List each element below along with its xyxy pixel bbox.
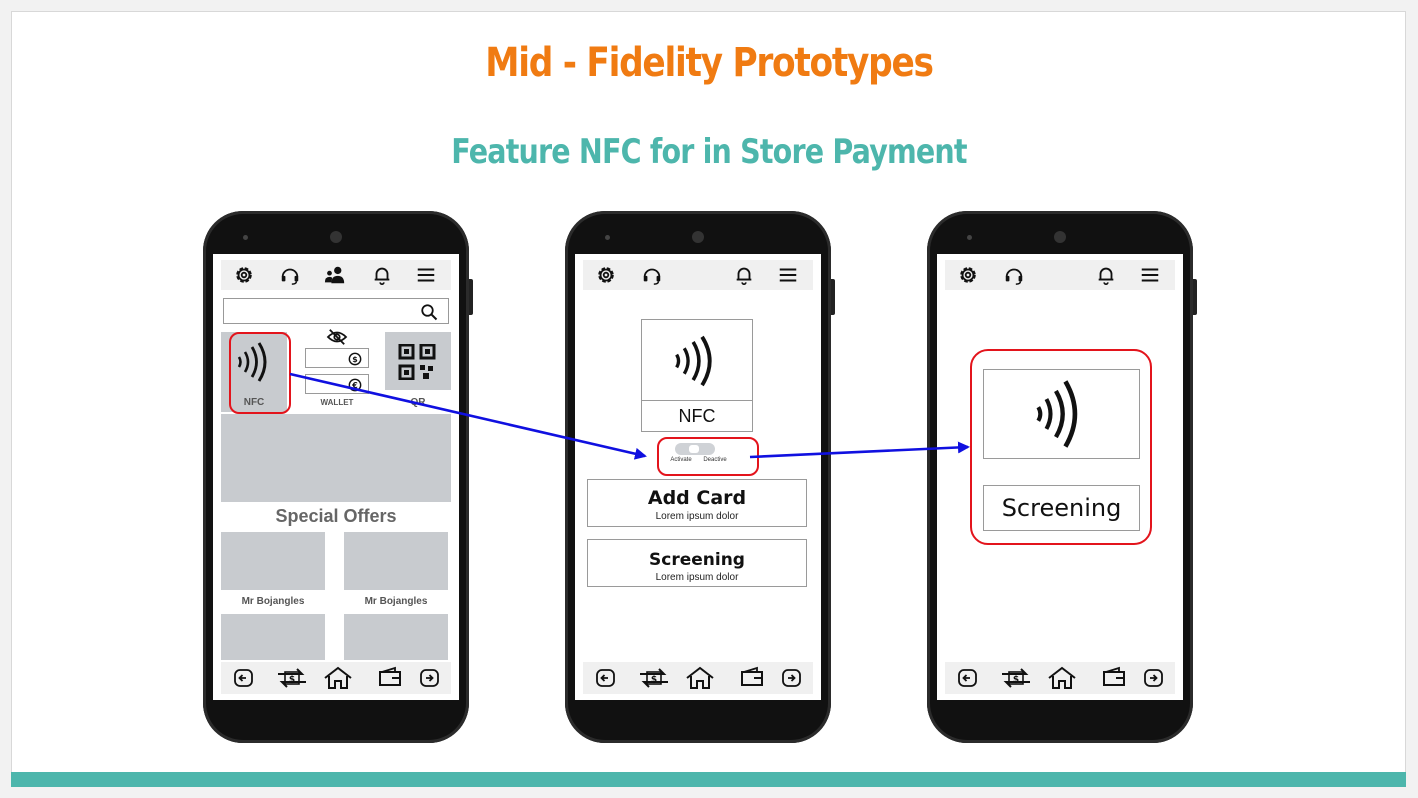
svg-text:$: $ [1013, 675, 1019, 685]
dollar-coin-icon: $ [348, 352, 362, 366]
nfc-highlight [229, 332, 291, 414]
transfer-dollar-icon[interactable]: $ [275, 666, 309, 690]
offer-card-image[interactable] [221, 532, 325, 590]
screening-subtitle: Lorem ipsum dolor [655, 572, 739, 583]
screening-title: Screening [649, 550, 745, 570]
offer-card-label: Mr Bojangles [364, 596, 428, 607]
top-bar [583, 260, 813, 290]
svg-text:$: $ [651, 675, 657, 685]
wallet-tile-label: WALLET [320, 398, 354, 407]
bell-icon[interactable] [1095, 264, 1117, 286]
back-icon[interactable] [955, 666, 981, 690]
search-input[interactable] [223, 298, 449, 324]
wallet-icon[interactable] [377, 666, 403, 690]
home-icon[interactable] [685, 666, 715, 690]
transfer-dollar-icon[interactable]: $ [637, 666, 671, 690]
wallet-icon[interactable] [1101, 666, 1127, 690]
nfc-icon [1036, 380, 1078, 448]
screening-highlight [970, 349, 1152, 545]
svg-text:$: $ [352, 355, 357, 364]
bell-icon[interactable] [733, 264, 755, 286]
headset-icon[interactable] [1003, 264, 1025, 286]
phone-nfc-settings: NFC Activate Deactive Add Card Lorem ips… [565, 211, 835, 743]
gear-icon[interactable] [233, 264, 255, 286]
headset-icon[interactable] [279, 264, 301, 286]
headset-icon[interactable] [641, 264, 663, 286]
toggle-deactive-label: Deactive [703, 457, 727, 463]
toggle-highlight [657, 437, 759, 476]
nfc-icon [237, 342, 267, 382]
slide-subtitle: Feature NFC for in Store Payment [451, 132, 967, 172]
screening-button[interactable]: Screening Lorem ipsum dolor [587, 539, 807, 587]
add-card-subtitle: Lorem ipsum dolor [655, 511, 739, 522]
nfc-symbol-box [983, 369, 1140, 459]
offer-card-image[interactable] [344, 532, 448, 590]
special-offers-heading: Special Offers [275, 506, 397, 526]
menu-icon[interactable] [415, 264, 437, 286]
qr-tile-label: QR [410, 397, 426, 408]
eye-off-icon[interactable] [326, 328, 348, 346]
screening-screen: Screening $ [937, 254, 1183, 700]
add-card-title: Add Card [647, 487, 747, 509]
euro-coin-icon: € [348, 378, 362, 392]
menu-icon[interactable] [1139, 264, 1161, 286]
home-icon[interactable] [1047, 666, 1077, 690]
bottom-nav: $ [583, 662, 813, 694]
offer-card-label: Mr Bojangles [241, 596, 305, 607]
slide-footer-bar [11, 772, 1406, 787]
toggle-activate-label: Activate [670, 457, 692, 463]
wallet-balance-field-2: € [305, 374, 369, 394]
back-icon[interactable] [593, 666, 619, 690]
offer-card-image[interactable] [221, 614, 325, 660]
slide-title: Mid - Fidelity Prototypes [485, 40, 934, 86]
nfc-symbol-box [641, 319, 753, 401]
transfer-dollar-icon[interactable]: $ [999, 666, 1033, 690]
nfc-icon [675, 335, 712, 387]
nfc-tile-label: NFC [243, 397, 265, 408]
phone-screening: Screening $ [927, 211, 1197, 743]
search-icon[interactable] [420, 303, 438, 321]
top-bar [221, 260, 451, 290]
svg-text:€: € [351, 381, 357, 390]
screening-label-box: Screening [983, 485, 1140, 531]
offer-card-image[interactable] [344, 614, 448, 660]
add-card-button[interactable]: Add Card Lorem ipsum dolor [587, 479, 807, 527]
wallet-balance-field: $ [305, 348, 369, 368]
menu-icon[interactable] [777, 264, 799, 286]
svg-text:$: $ [289, 675, 295, 685]
gear-icon[interactable] [957, 264, 979, 286]
phone-home: NFC $ € WALLET QR Special Offers Mr Boja… [203, 211, 473, 743]
home-screen: NFC $ € WALLET QR Special Offers Mr Boja… [213, 254, 459, 700]
bottom-nav: $ [221, 662, 451, 694]
forward-icon[interactable] [417, 666, 443, 690]
nfc-label-box: NFC [641, 400, 753, 432]
promo-banner[interactable] [221, 414, 451, 502]
people-icon[interactable] [324, 264, 346, 286]
gear-icon[interactable] [595, 264, 617, 286]
nfc-activate-toggle[interactable] [675, 443, 715, 455]
top-bar [945, 260, 1175, 290]
bottom-nav: $ [945, 662, 1175, 694]
qr-code-icon [398, 344, 436, 380]
forward-icon[interactable] [1141, 666, 1167, 690]
back-icon[interactable] [231, 666, 257, 690]
bell-icon[interactable] [371, 264, 393, 286]
home-icon[interactable] [323, 666, 353, 690]
wallet-icon[interactable] [739, 666, 765, 690]
nfc-settings-screen: NFC Activate Deactive Add Card Lorem ips… [575, 254, 821, 700]
forward-icon[interactable] [779, 666, 805, 690]
